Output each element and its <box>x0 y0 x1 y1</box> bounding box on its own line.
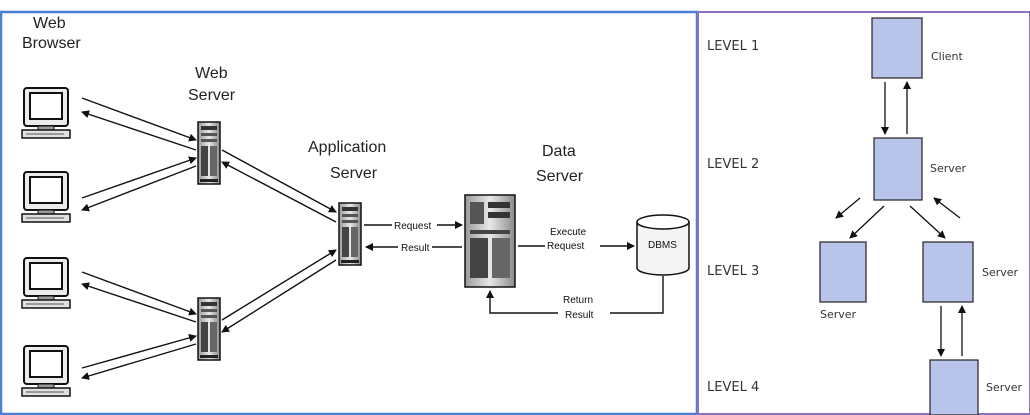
web-browser-monitor-icon <box>21 345 71 397</box>
level-3-left-server-box <box>819 241 867 303</box>
right-panel-border <box>697 11 1030 415</box>
browser-server-arrows <box>81 97 197 380</box>
application-server-label-line2: Server <box>330 165 378 182</box>
level-2-server-box <box>873 137 923 201</box>
return-result-label-line1: Return <box>563 295 593 306</box>
application-server-label-line1: Application <box>308 139 386 156</box>
web-browser-monitor-icon <box>21 171 71 223</box>
level-3-right-server-label: Server <box>982 266 1019 279</box>
data-server-label-line1: Data <box>542 143 576 160</box>
client-box <box>871 17 923 79</box>
dbms-label: DBMS <box>648 240 677 251</box>
web-server-label-line1: Web <box>195 65 228 82</box>
web-server-icon <box>197 121 221 185</box>
data-server-label-line2: Server <box>536 168 584 185</box>
web-browser-monitor-icon <box>21 87 71 139</box>
return-result-path-right <box>610 276 664 314</box>
return-result-path-left <box>486 290 558 314</box>
application-server-icon <box>338 202 362 266</box>
level-4-server-label: Server <box>986 381 1023 394</box>
level-2-label: LEVEL 2 <box>707 157 759 172</box>
request-label: Request <box>394 221 431 232</box>
execute-request-label-line1: Execute <box>550 227 587 238</box>
level-3-left-server-label: Server <box>820 308 857 321</box>
tier-arrows <box>835 81 966 357</box>
level-4-server-box <box>929 359 979 415</box>
web-server-icon <box>197 297 221 361</box>
level-3-right-server-box <box>922 241 974 303</box>
client-label: Client <box>931 50 964 63</box>
webserver-appserver-arrows <box>221 149 337 333</box>
web-server-label-line2: Server <box>188 87 236 104</box>
dbms-database-icon <box>636 214 690 276</box>
data-server-icon <box>464 194 516 288</box>
level-1-label: LEVEL 1 <box>707 39 759 54</box>
level-2-server-label: Server <box>930 162 967 175</box>
web-browser-label-line1: Web <box>33 15 66 32</box>
result-label: Result <box>401 243 430 254</box>
execute-request-label-line2: Request <box>547 241 584 252</box>
web-browser-monitor-icon <box>21 257 71 309</box>
return-result-label-line2: Result <box>565 310 594 321</box>
level-4-label: LEVEL 4 <box>707 380 759 395</box>
web-browser-label-line2: Browser <box>22 35 81 52</box>
level-3-label: LEVEL 3 <box>707 264 759 279</box>
